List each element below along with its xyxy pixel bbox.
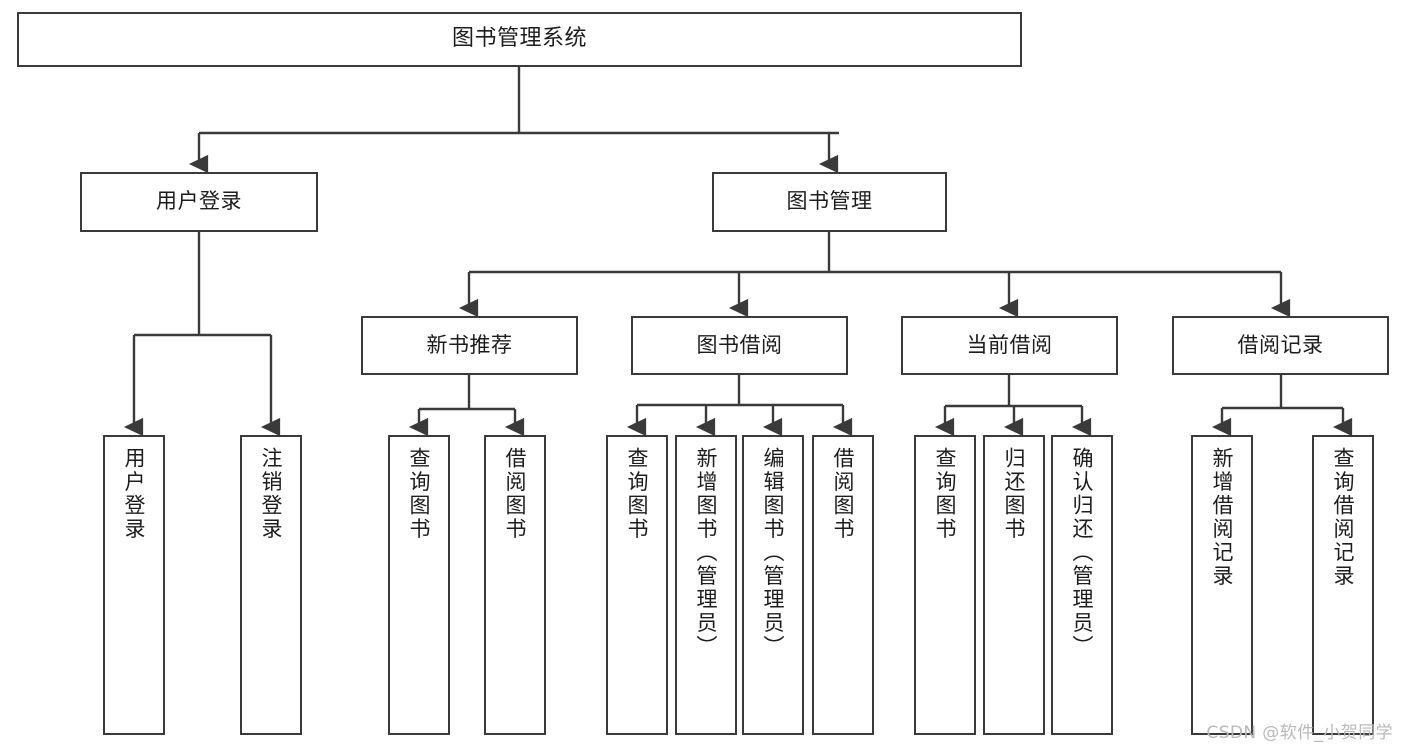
node-label: 新增借阅记录 [1210, 447, 1235, 588]
leaf-user-login-logout[interactable]: 注销登录 [240, 435, 302, 735]
node-label: 图书管理 [786, 189, 873, 214]
node-label: 新书推荐 [426, 332, 513, 357]
node-label: 查询图书 [407, 447, 432, 541]
leaf-current-borrow-return-book[interactable]: 归还图书 [983, 435, 1045, 735]
node-new-book-recommendation[interactable]: 新书推荐 [361, 316, 578, 375]
node-current-borrowing[interactable]: 当前借阅 [901, 316, 1118, 375]
node-label: 查询借阅记录 [1331, 447, 1356, 588]
leaf-new-book-borrow-book[interactable]: 借阅图书 [484, 435, 546, 735]
node-label: 图书管理系统 [451, 26, 587, 52]
leaf-book-borrow-add-book-admin[interactable]: 新增图书（管理员） [675, 435, 737, 735]
node-book-borrowing[interactable]: 图书借阅 [631, 316, 848, 375]
node-label: 借阅记录 [1237, 332, 1324, 357]
csdn-watermark: CSDN @软件_小贺同学 [1206, 723, 1393, 743]
node-label: 新增图书（管理员） [694, 447, 719, 659]
node-label: 编辑图书（管理员） [761, 447, 786, 659]
leaf-user-login-login[interactable]: 用户登录 [103, 435, 165, 735]
leaf-borrow-record-add-record[interactable]: 新增借阅记录 [1191, 435, 1253, 735]
leaf-book-borrow-query-book[interactable]: 查询图书 [606, 435, 668, 735]
leaf-new-book-query-book[interactable]: 查询图书 [388, 435, 450, 735]
node-label: 当前借阅 [966, 332, 1053, 357]
leaf-current-borrow-query-book[interactable]: 查询图书 [914, 435, 976, 735]
node-label: 确认归还（管理员） [1070, 447, 1095, 659]
node-label: 用户登录 [156, 189, 242, 214]
leaf-book-borrow-edit-book-admin[interactable]: 编辑图书（管理员） [742, 435, 804, 735]
node-user-login[interactable]: 用户登录 [80, 172, 318, 232]
node-label: 查询图书 [933, 447, 958, 541]
node-label: 借阅图书 [503, 447, 528, 541]
node-label: 归还图书 [1002, 447, 1027, 541]
node-book-management[interactable]: 图书管理 [712, 172, 947, 232]
leaf-borrow-record-query-record[interactable]: 查询借阅记录 [1312, 435, 1374, 735]
node-borrowing-records[interactable]: 借阅记录 [1172, 316, 1389, 375]
leaf-current-borrow-confirm-return-admin[interactable]: 确认归还（管理员） [1051, 435, 1113, 735]
node-label: 用户登录 [122, 447, 147, 541]
node-label: 借阅图书 [831, 447, 856, 541]
node-label: 注销登录 [259, 447, 284, 541]
node-label: 图书借阅 [696, 332, 783, 357]
leaf-book-borrow-borrow-book[interactable]: 借阅图书 [812, 435, 874, 735]
node-root-library-system[interactable]: 图书管理系统 [17, 12, 1022, 67]
node-label: 查询图书 [625, 447, 650, 541]
